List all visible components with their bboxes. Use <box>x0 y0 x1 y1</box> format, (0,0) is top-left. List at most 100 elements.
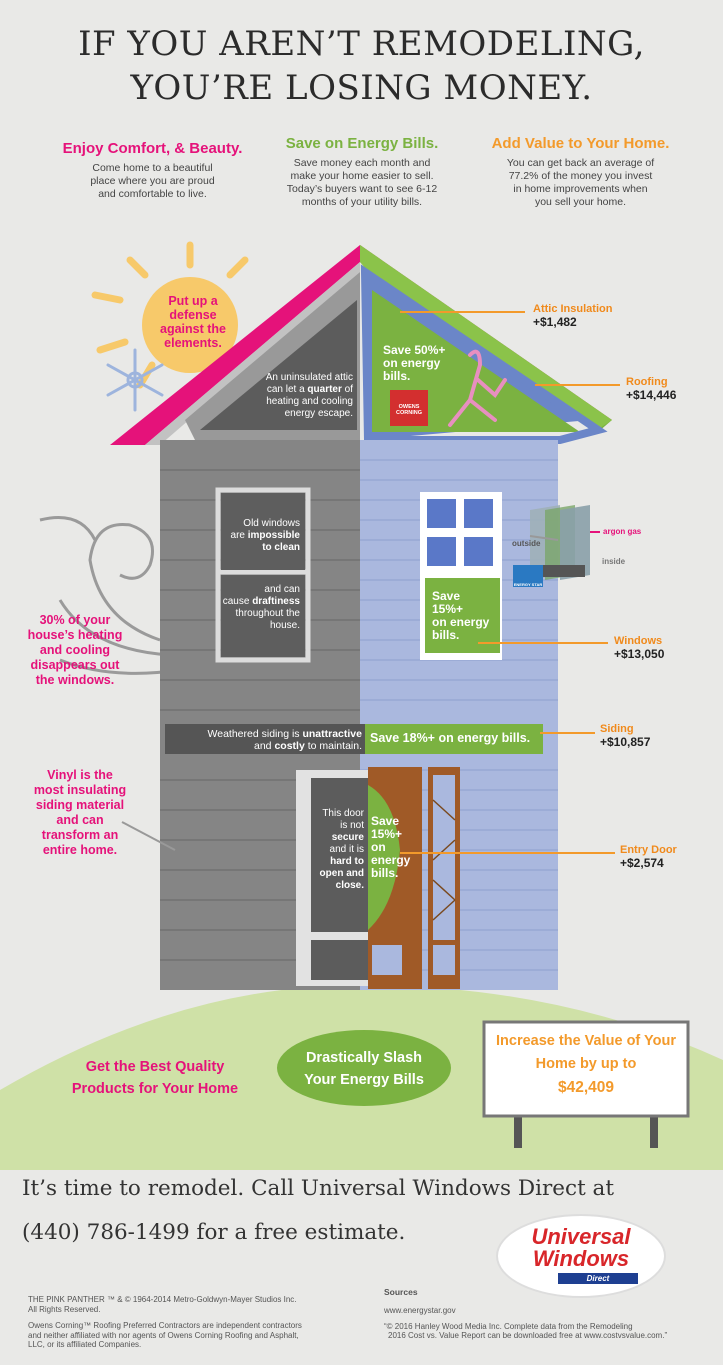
siding-text-emphasis: costly <box>274 740 305 752</box>
attic-uninsulated-text: An uninsulated attic can let a quarter o… <box>238 372 353 420</box>
column-comfort-title: Enjoy Comfort, & Beauty. <box>62 140 243 157</box>
attic-save-line: Save 50%+ <box>383 343 446 357</box>
heat-loss-line: disappears out <box>30 658 120 672</box>
footer-sources: www.energystar.gov “© 2016 Hanley Wood M… <box>384 1306 714 1341</box>
column-value-line: you sell your home. <box>534 196 627 208</box>
door-text-emphasis: close. <box>335 880 364 891</box>
label-name: Entry Door <box>620 844 677 856</box>
old-windows-line: throughout the <box>235 608 301 619</box>
heat-loss-line: 30% of your <box>39 613 111 627</box>
label-entry-door: Entry Door +$2,574 <box>620 844 677 870</box>
door-save-line: energy <box>371 853 411 867</box>
old-windows-emphasis: impossible <box>247 530 300 541</box>
inside-label: inside <box>602 557 626 566</box>
siding-bar-green <box>365 724 543 754</box>
quality-line: Get the Best Quality <box>85 1059 225 1075</box>
column-energy-line: make your home easier to sell. <box>290 170 434 182</box>
heat-loss-line: the windows. <box>35 673 115 687</box>
old-windows-line: and can <box>264 584 300 595</box>
source-link[interactable]: www.energystar.gov <box>384 1306 456 1315</box>
pink-panther-icon <box>448 349 507 427</box>
footer-line: and neither affiliated with nor agents o… <box>28 1330 299 1340</box>
door-text-emphasis: secure <box>331 832 364 843</box>
label-name: Windows <box>614 635 663 647</box>
attic-text-line: heating and cooling <box>266 396 353 407</box>
value-sign-text: Increase the Value of Your Home by up to… <box>486 1030 686 1099</box>
universal-windows-logo[interactable]: Universal Windows Direct <box>496 1214 666 1298</box>
vinyl-line: Vinyl is the <box>47 768 113 782</box>
sign-line: Increase the Value of Your <box>496 1033 676 1049</box>
old-door-text: This door is not secure and it is hard t… <box>312 808 364 892</box>
sun-text-line: elements. <box>164 336 222 350</box>
siding-text-line: Weathered siding is <box>207 728 300 740</box>
attic-text-line: An uninsulated attic <box>265 372 353 383</box>
vinyl-text: Vinyl is the most insulating siding mate… <box>20 768 140 858</box>
door-save-line: on <box>371 840 386 854</box>
label-value: +$1,482 <box>533 315 577 329</box>
window-glass-detail <box>530 505 590 580</box>
windows-save-line: on energy <box>432 615 490 629</box>
label-value: +$2,574 <box>620 856 664 870</box>
sun-text-line: defense <box>169 308 217 322</box>
footer-line: THE PINK PANTHER ™ & © 1964-2014 Metro-G… <box>28 1295 297 1304</box>
sun-text-line: Put up a <box>168 294 218 308</box>
attic-uninsulated <box>200 300 357 430</box>
owens-corning-logo-text: OWENS CORNING <box>390 404 428 416</box>
attic-save-text: Save 50%+ on energy bills. <box>383 344 463 383</box>
logo-line: Universal <box>531 1224 631 1249</box>
siding-bar-grey <box>165 724 365 754</box>
label-name: Siding <box>600 723 634 735</box>
attic-text-line: can let a <box>266 384 305 395</box>
sign-line: Home by up to <box>535 1056 637 1072</box>
slash-bills-ellipse <box>277 1030 451 1106</box>
old-windows-top-text: Old windows are impossible to clean <box>222 518 300 554</box>
outside-label: outside <box>512 539 541 548</box>
energy-star-text: ENERGY STAR <box>513 582 543 587</box>
roof-left <box>110 245 612 445</box>
heat-loss-line: and cooling <box>39 643 111 657</box>
windows-save-line: bills. <box>432 628 460 642</box>
argon-gas-label: argon gas <box>603 527 642 536</box>
attic-save-line: on energy <box>383 356 441 370</box>
footer-owens: Owens Corning™ Roofing Preferred Contrac… <box>28 1321 358 1350</box>
old-windows-emphasis: to clean <box>262 542 300 553</box>
footer-sources-title: Sources <box>384 1287 418 1297</box>
attic-text-line: energy escape. <box>284 408 353 419</box>
title-line-2: YOU’RE LOSING MONEY. <box>130 68 593 108</box>
column-energy-line: Today’s buyers want to see 6-12 <box>286 183 438 195</box>
label-windows: Windows +$13,050 <box>614 635 664 661</box>
value-sign <box>482 1020 690 1118</box>
column-comfort-line: place where you are proud <box>90 175 215 187</box>
owens-corning-logo <box>390 390 428 426</box>
door-text-emphasis: open and <box>319 868 364 879</box>
old-windows-line: house. <box>269 620 300 631</box>
column-energy-title: Save on Energy Bills. <box>285 135 439 152</box>
logo-text-line: OWENS <box>398 404 420 410</box>
column-energy-line: Save money each month and <box>293 157 431 169</box>
vinyl-line: and can <box>56 813 104 827</box>
column-comfort: Enjoy Comfort, & Beauty. Come home to a … <box>50 140 255 201</box>
vinyl-line: most insulating <box>33 783 127 797</box>
door-text-line: is not <box>340 820 364 831</box>
door-save-text: Save 15%+ on energy bills. <box>371 815 416 880</box>
vinyl-line: transform an <box>41 828 119 842</box>
label-value: +$14,446 <box>626 388 677 402</box>
energy-star-logo <box>513 565 543 587</box>
slash-line: Your Energy Bills <box>304 1072 424 1088</box>
column-comfort-line: and comfortable to live. <box>98 188 207 200</box>
attic-save-line: bills. <box>383 369 411 383</box>
vinyl-line: entire home. <box>42 843 118 857</box>
cta-line-1: It’s time to remodel. Call Universal Win… <box>22 1176 614 1201</box>
label-value: +$10,857 <box>600 735 651 749</box>
sign-value: $42,409 <box>557 1079 615 1096</box>
column-value-title: Add Value to Your Home. <box>491 135 670 152</box>
source-line: 2016 Cost vs. Value Report can be downlo… <box>388 1331 668 1340</box>
logo-text-line: CORNING <box>396 410 422 416</box>
door-save-line: Save <box>371 814 400 828</box>
label-name: Roofing <box>626 376 668 388</box>
logo-line: Windows <box>532 1246 630 1271</box>
footer-line: LLC, or its affiliated Companies. <box>28 1340 142 1349</box>
label-value: +$13,050 <box>614 647 665 661</box>
old-windows-bottom-text: and can cause draftiness throughout the … <box>222 584 300 632</box>
